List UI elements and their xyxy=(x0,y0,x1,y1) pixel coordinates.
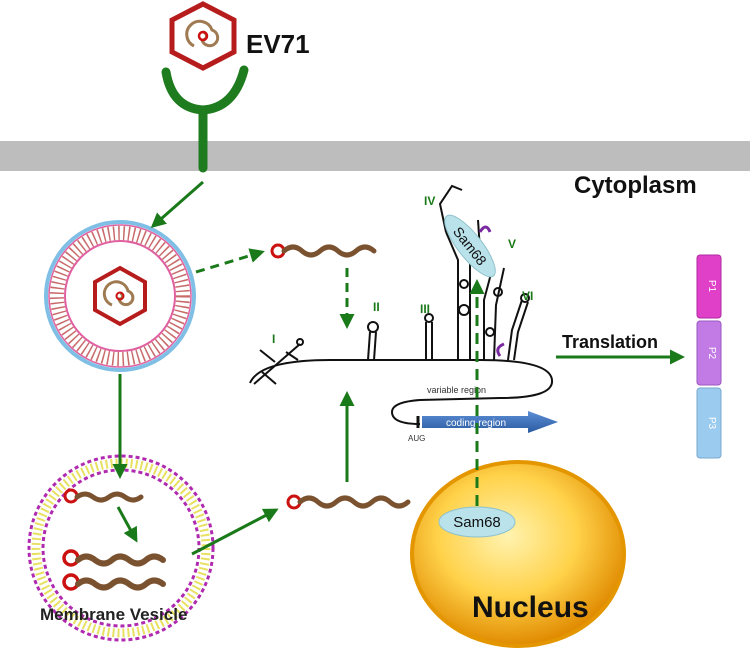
sam68-nuclear-label: Sam68 xyxy=(453,514,501,531)
purple-loop-v xyxy=(478,225,492,233)
receptor xyxy=(161,65,249,173)
domain-vi-label: VI xyxy=(522,289,533,303)
domain-v-label: V xyxy=(508,237,516,251)
sam68-bound: Sam68 xyxy=(444,214,496,278)
virus-label: EV71 xyxy=(246,29,310,59)
start-codon-label: AUG xyxy=(408,434,425,443)
vesicle-rna-2 xyxy=(62,549,166,567)
purple-loop-vi xyxy=(496,342,505,357)
nucleus-label: Nucleus xyxy=(472,591,589,624)
domain-i-label: I xyxy=(272,332,275,346)
arrow-uncoating xyxy=(195,248,265,274)
protein-p3-label: P3 xyxy=(706,417,717,430)
arrow-vesicle-exit xyxy=(191,508,279,556)
protein-p1-label: P1 xyxy=(706,280,717,293)
cell-membrane xyxy=(0,141,750,171)
endosome xyxy=(44,220,196,372)
compartment-label: Cytoplasm xyxy=(574,172,697,199)
translation-label: Translation xyxy=(562,332,658,352)
ev71-virion xyxy=(169,1,237,71)
arrow-replication xyxy=(116,506,138,543)
variable-region-label: variable region xyxy=(427,385,486,395)
protein-p2 xyxy=(696,320,722,386)
domain-iii-label: III xyxy=(420,302,430,316)
released-rna xyxy=(270,243,377,259)
polyprotein: P1 P2 P3 xyxy=(696,254,722,459)
arrow-entry xyxy=(150,180,204,228)
sam68-nuclear: Sam68 xyxy=(438,506,516,538)
protein-p1 xyxy=(696,254,722,319)
protein-p3 xyxy=(696,387,722,459)
domain-iv-label: IV xyxy=(424,194,435,208)
vesicle-label: Membrane Vesicle xyxy=(40,605,187,624)
ires-domain-labels: I II III IV V VI xyxy=(272,194,533,346)
replicated-rna xyxy=(286,494,411,510)
protein-p2-label: P2 xyxy=(706,347,717,360)
domain-ii-label: II xyxy=(373,300,380,314)
genome-structure xyxy=(249,184,554,425)
vesicle-rna-1 xyxy=(63,488,144,504)
pathway-arrows xyxy=(112,180,685,556)
vesicle-rna-3 xyxy=(62,573,166,591)
coding-region-arrow xyxy=(422,411,558,433)
